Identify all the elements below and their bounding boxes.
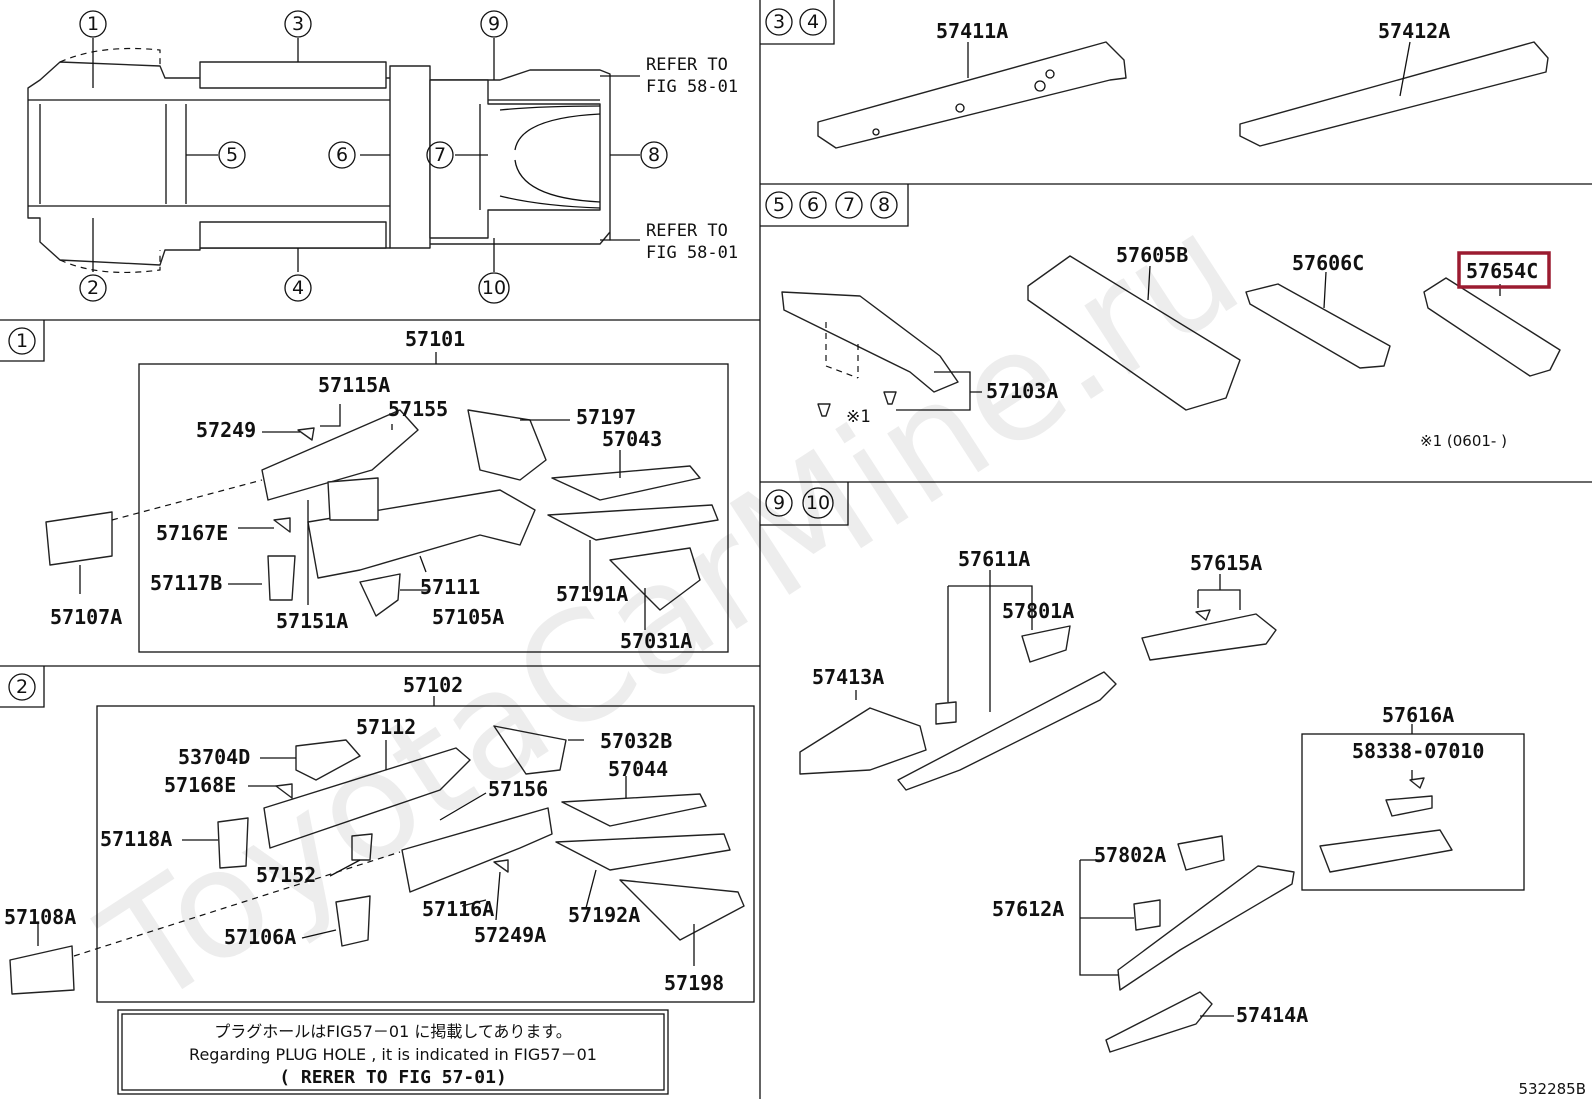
label-57802A: 57802A	[1094, 843, 1166, 867]
label-57116A: 57116A	[422, 897, 494, 921]
section-910-labels: 57611A 57615A 57801A 57413A 57616A 58338…	[812, 547, 1484, 1027]
section-34-labels: 57411A 57412A	[936, 19, 1450, 43]
section-2-labels: 57102 57112 53704D 57168E 57118A 57152 5…	[4, 673, 724, 995]
label-57192A: 57192A	[568, 903, 640, 927]
label-57249A: 57249A	[474, 923, 546, 947]
label-57031A: 57031A	[620, 629, 692, 653]
diagram-code: 532285B	[1518, 1080, 1586, 1098]
label-57249: 57249	[196, 418, 256, 442]
tag-10-text: 10	[806, 492, 830, 514]
frame-overview	[27, 38, 640, 274]
tag-section-34: 3 4	[760, 0, 835, 45]
refer-top-line2: FIG 58-01	[646, 77, 738, 97]
refer-top-line1: REFER TO	[646, 55, 728, 75]
refer-bottom-line2: FIG 58-01	[646, 243, 738, 263]
footnote-ref1: ※1 (0601- )	[1420, 432, 1507, 450]
label-57611A: 57611A	[958, 547, 1030, 571]
callout-8: 8	[648, 144, 660, 166]
section-2-parts	[9, 696, 745, 995]
label-57112: 57112	[356, 715, 416, 739]
note-japanese: プラグホールはFIG57－01 に掲載してあります。	[214, 1022, 572, 1041]
section-1-parts	[45, 352, 719, 630]
label-57117B: 57117B	[150, 571, 222, 595]
callout-5: 5	[226, 144, 238, 166]
label-57155: 57155	[388, 397, 448, 421]
label-57411A: 57411A	[936, 19, 1008, 43]
label-57606C: 57606C	[1292, 251, 1364, 275]
label-57103A: 57103A	[986, 379, 1058, 403]
note-english: Regarding PLUG HOLE , it is indicated in…	[189, 1045, 597, 1064]
label-57105A: 57105A	[432, 605, 504, 629]
tag-4-text: 4	[807, 11, 819, 33]
label-58338-07010: 58338-07010	[1352, 739, 1484, 763]
callout-6: 6	[336, 144, 348, 166]
refer-bottom-line1: REFER TO	[646, 221, 728, 241]
section-910-parts	[799, 570, 1453, 1053]
label-57191A: 57191A	[556, 582, 628, 606]
tag-7-text: 7	[843, 194, 855, 216]
label-57801A: 57801A	[1002, 599, 1074, 623]
label-57118A: 57118A	[100, 827, 172, 851]
label-57197: 57197	[576, 405, 636, 429]
label-57108A: 57108A	[4, 905, 76, 929]
label-57616A: 57616A	[1382, 703, 1454, 727]
label-57032B: 57032B	[600, 729, 672, 753]
label-57654C: 57654C	[1466, 259, 1538, 283]
tag-9-text: 9	[773, 492, 785, 514]
callout-4: 4	[292, 277, 304, 299]
label-57043: 57043	[602, 427, 662, 451]
tag-8-text: 8	[878, 194, 890, 216]
tag-section-2: 2	[0, 666, 45, 708]
label-57151A: 57151A	[276, 609, 348, 633]
plug-hole-note: プラグホールはFIG57－01 に掲載してあります。 Regarding PLU…	[117, 1009, 669, 1095]
label-57152: 57152	[256, 863, 316, 887]
callout-10: 10	[482, 277, 506, 299]
label-57101: 57101	[405, 327, 465, 351]
label-57044: 57044	[608, 757, 668, 781]
label-57168E: 57168E	[164, 773, 236, 797]
label-57198: 57198	[664, 971, 724, 995]
note-reference: ( RERER TO FIG 57-01)	[279, 1067, 507, 1088]
tag-section-910: 9 10	[760, 482, 849, 526]
callout-2: 2	[87, 277, 99, 299]
label-57414A: 57414A	[1236, 1003, 1308, 1027]
label-57102: 57102	[403, 673, 463, 697]
tag-1-text: 1	[16, 330, 28, 352]
label-57115A: 57115A	[318, 373, 390, 397]
section-5678-labels: 57605B 57606C 57654C 57103A ※1 ※1 (0601-…	[846, 243, 1538, 450]
callout-7: 7	[434, 144, 446, 166]
label-57413A: 57413A	[812, 665, 884, 689]
tag-2-text: 2	[16, 676, 28, 698]
callout-1: 1	[87, 13, 99, 35]
section-34-parts	[817, 41, 1549, 149]
overview-callouts: 1 2 3 4 5 6 7 8 9 10 REFER TO FIG 58-01 …	[79, 10, 738, 304]
label-57107A: 57107A	[50, 605, 122, 629]
label-57605B: 57605B	[1116, 243, 1188, 267]
callout-3: 3	[292, 13, 304, 35]
tag-6-text: 6	[807, 194, 819, 216]
label-57167E: 57167E	[156, 521, 228, 545]
label-57412A: 57412A	[1378, 19, 1450, 43]
label-57612A: 57612A	[992, 897, 1064, 921]
label-57111: 57111	[420, 575, 480, 599]
label-57106A: 57106A	[224, 925, 296, 949]
label-53704D: 53704D	[178, 745, 250, 769]
tag-section-5678: 5 6 7 8	[760, 184, 909, 227]
label-57156: 57156	[488, 777, 548, 801]
section-5678-parts	[781, 251, 1561, 417]
highlight-box-57654C	[1457, 251, 1551, 289]
tag-section-1: 1	[0, 320, 45, 362]
tag-3-text: 3	[773, 11, 785, 33]
callout-9: 9	[488, 13, 500, 35]
tag-5-text: 5	[773, 194, 785, 216]
marker-ref1: ※1	[846, 407, 870, 427]
label-57615A: 57615A	[1190, 551, 1262, 575]
section-1-labels: 57101 57115A 57249 57155 57197 57043 571…	[50, 327, 692, 653]
